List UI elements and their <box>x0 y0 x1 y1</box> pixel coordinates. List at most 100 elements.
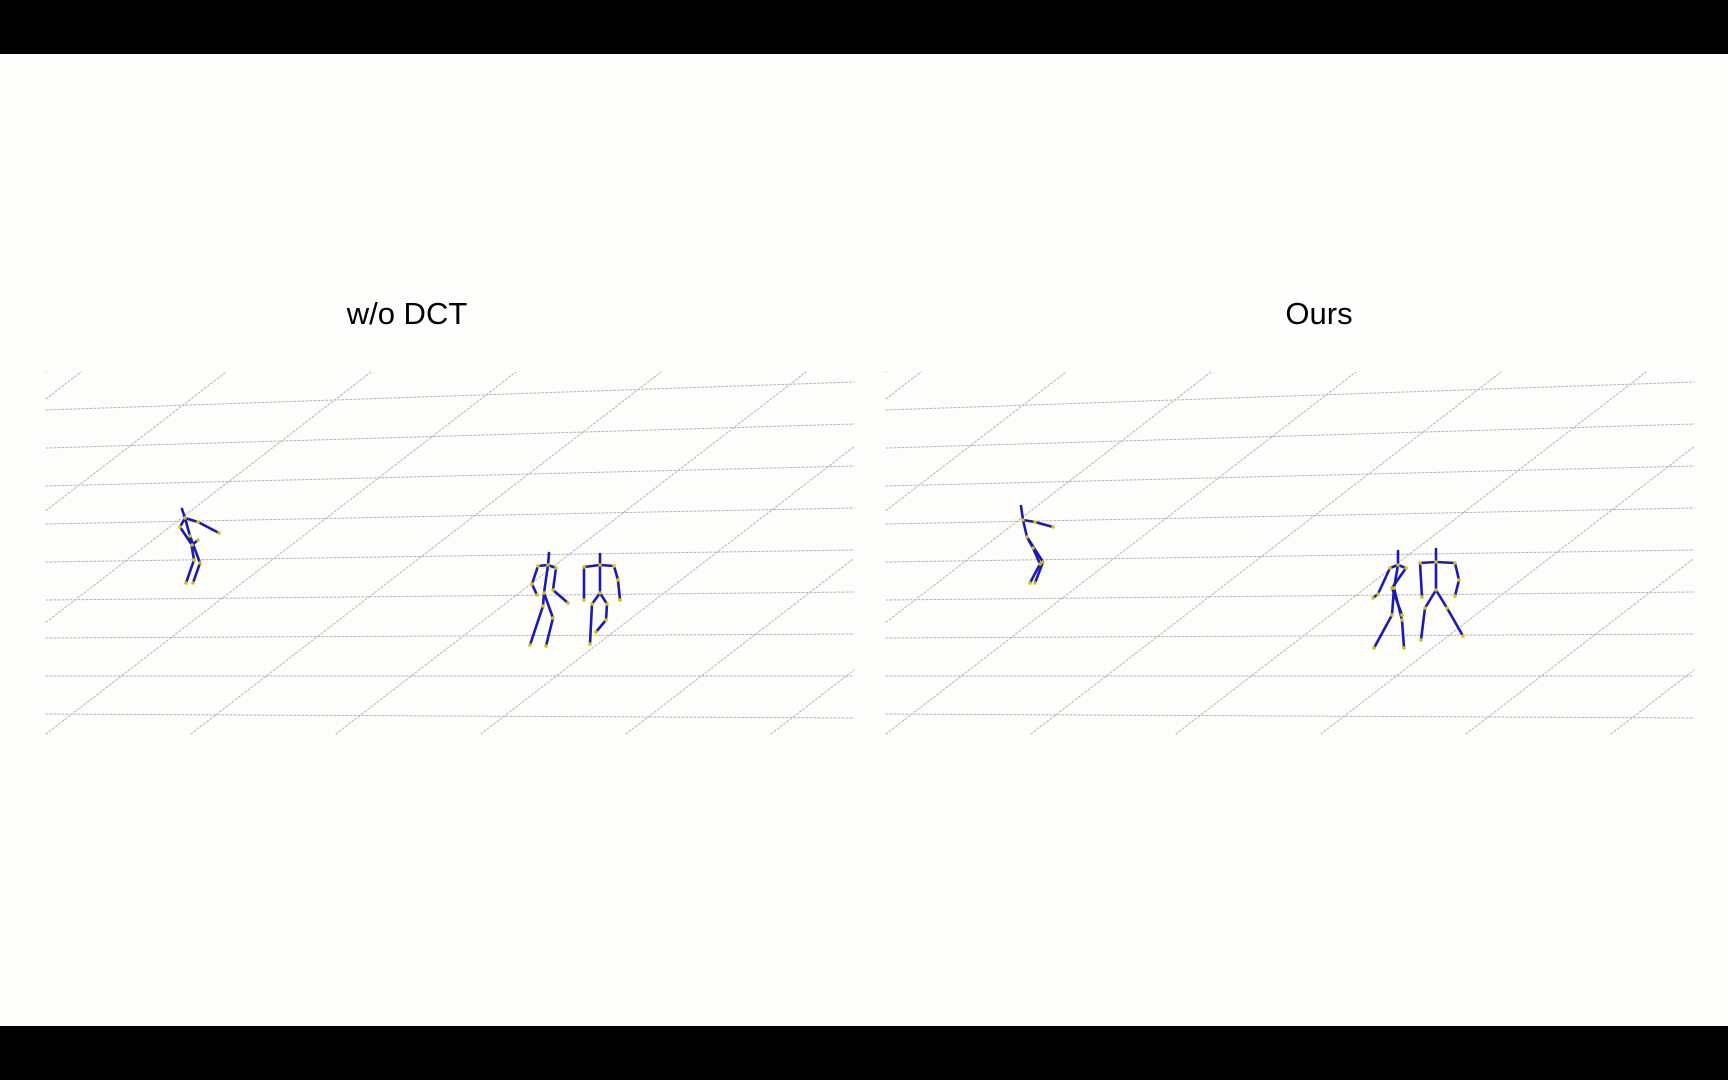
joint <box>604 618 608 622</box>
bone <box>594 618 608 634</box>
grid-line-col <box>45 371 82 400</box>
joint <box>536 564 540 568</box>
joint <box>582 565 586 569</box>
panel-title-left: w/o DCT <box>346 296 468 331</box>
grid-line-col <box>625 557 855 735</box>
grid-line-row <box>45 713 855 719</box>
grid-line-col <box>45 371 517 735</box>
joint <box>1453 594 1457 598</box>
joint <box>551 616 555 620</box>
skeleton-left-1 <box>178 507 221 585</box>
joint <box>1419 638 1423 642</box>
bone <box>528 604 545 647</box>
joint <box>1400 618 1404 622</box>
joint <box>546 563 550 567</box>
joint <box>1434 588 1438 592</box>
joint <box>1418 561 1422 565</box>
joint <box>530 582 534 586</box>
letterbox-bottom <box>0 1026 1728 1080</box>
joint <box>1028 581 1032 585</box>
joint <box>1371 596 1375 600</box>
joint <box>1372 646 1376 650</box>
letterbox-top <box>0 0 1728 54</box>
bone <box>1019 504 1025 522</box>
joint <box>196 520 200 524</box>
joint <box>618 598 622 602</box>
grid-line-col <box>190 371 662 735</box>
figure-canvas <box>0 54 1728 1026</box>
grid-line-row <box>885 381 1695 411</box>
bone <box>1021 518 1029 539</box>
joint <box>1038 562 1042 566</box>
grid-line-col <box>1175 371 1647 735</box>
grid-line-row <box>45 423 855 449</box>
grid-line-row <box>45 381 855 411</box>
grid-line-col <box>335 371 807 735</box>
joint <box>191 581 195 585</box>
joint <box>554 566 558 570</box>
joint <box>588 642 592 646</box>
joint <box>551 588 555 592</box>
bone <box>1453 578 1461 598</box>
joint <box>1420 595 1424 599</box>
bone <box>1445 606 1465 638</box>
joint <box>1402 646 1406 650</box>
bone <box>1390 586 1396 617</box>
joint <box>183 516 187 520</box>
joint <box>1051 525 1055 529</box>
bone <box>590 591 602 606</box>
bone <box>1419 606 1427 642</box>
bone <box>191 561 202 585</box>
grid-line-col <box>885 371 1212 623</box>
grid-line-col <box>45 371 372 623</box>
skeletons <box>178 504 1465 650</box>
joint <box>590 602 594 606</box>
bone <box>184 558 196 585</box>
bone <box>551 566 558 592</box>
joint <box>1400 613 1404 617</box>
bone <box>1033 520 1055 529</box>
joint <box>1025 535 1029 539</box>
grid-line-row <box>45 549 855 563</box>
bone <box>1423 588 1438 610</box>
grid-line-row <box>885 633 1695 639</box>
grid-line-col <box>480 446 855 735</box>
bone <box>582 563 602 569</box>
bone <box>542 591 555 620</box>
joint <box>1423 606 1427 610</box>
joint <box>198 561 202 565</box>
joint <box>1388 566 1392 570</box>
skeleton-right-2 <box>1371 549 1408 650</box>
joint <box>1457 578 1461 582</box>
bone <box>1434 560 1457 565</box>
bone <box>1400 618 1406 650</box>
joint <box>1376 592 1380 596</box>
bone <box>1392 563 1400 590</box>
joint <box>196 538 200 542</box>
bone <box>1418 561 1424 599</box>
bone <box>1021 518 1037 524</box>
bone <box>612 564 620 582</box>
grid-line-row <box>45 591 855 601</box>
floor-grid-left <box>45 371 855 735</box>
joint <box>178 525 182 529</box>
joint <box>544 644 548 648</box>
bone <box>530 564 540 586</box>
grid-line-row <box>885 507 1695 525</box>
bone <box>1033 560 1045 585</box>
grid-line-col <box>1610 669 1695 735</box>
joint <box>188 534 192 538</box>
bone <box>1376 566 1392 596</box>
grid-line-row <box>45 633 855 639</box>
bone <box>196 520 221 535</box>
bone <box>546 551 551 567</box>
grid-line-col <box>1320 446 1695 735</box>
bone <box>544 616 555 648</box>
joint <box>612 564 616 568</box>
grid-line-row <box>885 549 1695 563</box>
joint <box>598 563 602 567</box>
joint <box>528 643 532 647</box>
joint <box>1392 586 1396 590</box>
grid-line-row <box>45 507 855 525</box>
